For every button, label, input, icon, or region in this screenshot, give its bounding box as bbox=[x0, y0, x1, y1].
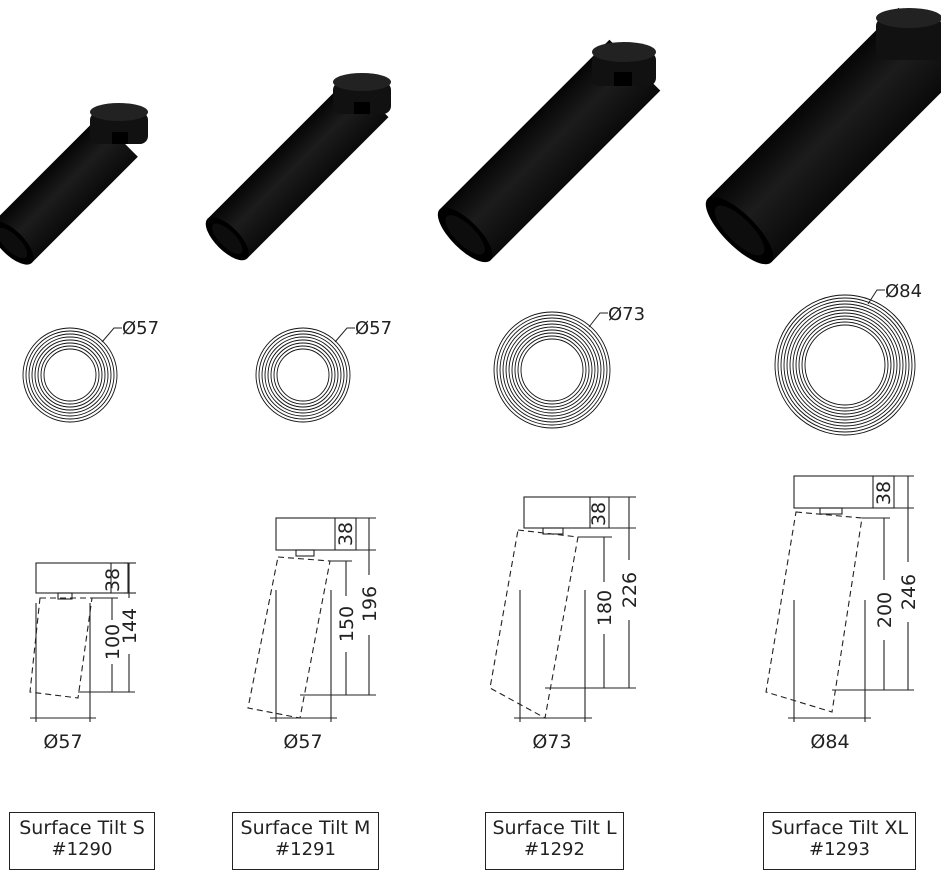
total-height-label-l: 226 bbox=[619, 572, 641, 608]
side-view-m bbox=[247, 517, 376, 722]
side-view-s bbox=[29, 562, 136, 722]
ring-diameter-label-s: Ø57 bbox=[122, 318, 159, 339]
width-label-l: Ø73 bbox=[532, 731, 571, 753]
total-height-label-xl: 246 bbox=[898, 574, 920, 610]
ring-diameter-label-m: Ø57 bbox=[355, 318, 392, 339]
product-name: Surface Tilt L bbox=[492, 817, 617, 839]
product-render-l bbox=[437, 39, 661, 263]
total-height-label-s: 144 bbox=[119, 608, 141, 644]
ring-diameter-label-xl: Ø84 bbox=[885, 281, 922, 302]
product-label-xl: Surface Tilt XL #1293 bbox=[763, 812, 916, 870]
tube-length-label-l: 180 bbox=[594, 590, 616, 626]
product-render-xl bbox=[705, 7, 941, 265]
side-view-xl bbox=[765, 475, 914, 722]
tube-length-label-m: 150 bbox=[336, 606, 358, 642]
tube-length-label-s: 100 bbox=[102, 624, 124, 660]
product-name: Surface Tilt M bbox=[240, 817, 371, 839]
product-code: #1292 bbox=[524, 839, 585, 860]
product-label-m: Surface Tilt M #1291 bbox=[232, 812, 379, 870]
product-label-l: Surface Tilt L #1292 bbox=[485, 812, 624, 870]
product-code: #1290 bbox=[51, 839, 113, 860]
ring-view-xl: Ø84 bbox=[774, 281, 922, 436]
width-label-m: Ø57 bbox=[283, 731, 322, 753]
ring-view-s: Ø57 bbox=[22, 318, 159, 423]
product-render-s bbox=[0, 103, 148, 265]
ring-diameter-label-l: Ø73 bbox=[608, 304, 645, 325]
ring-view-m: Ø57 bbox=[255, 318, 392, 423]
product-name: Surface Tilt S bbox=[19, 817, 145, 839]
head-height-label-m: 38 bbox=[335, 522, 357, 546]
width-label-xl: Ø84 bbox=[810, 731, 849, 753]
ring-view-l: Ø73 bbox=[493, 304, 645, 429]
head-height-label-s: 38 bbox=[102, 568, 124, 592]
product-name: Surface Tilt XL bbox=[770, 817, 909, 839]
width-label-s: Ø57 bbox=[43, 731, 82, 753]
tube-length-label-xl: 200 bbox=[874, 592, 896, 628]
total-height-label-m: 196 bbox=[359, 586, 381, 622]
product-code: #1291 bbox=[275, 839, 336, 860]
product-label-s: Surface Tilt S #1290 bbox=[9, 812, 155, 870]
product-code: #1293 bbox=[809, 839, 870, 860]
head-height-label-xl: 38 bbox=[873, 481, 895, 505]
head-height-label-l: 38 bbox=[588, 502, 610, 526]
product-render-m bbox=[205, 73, 391, 261]
